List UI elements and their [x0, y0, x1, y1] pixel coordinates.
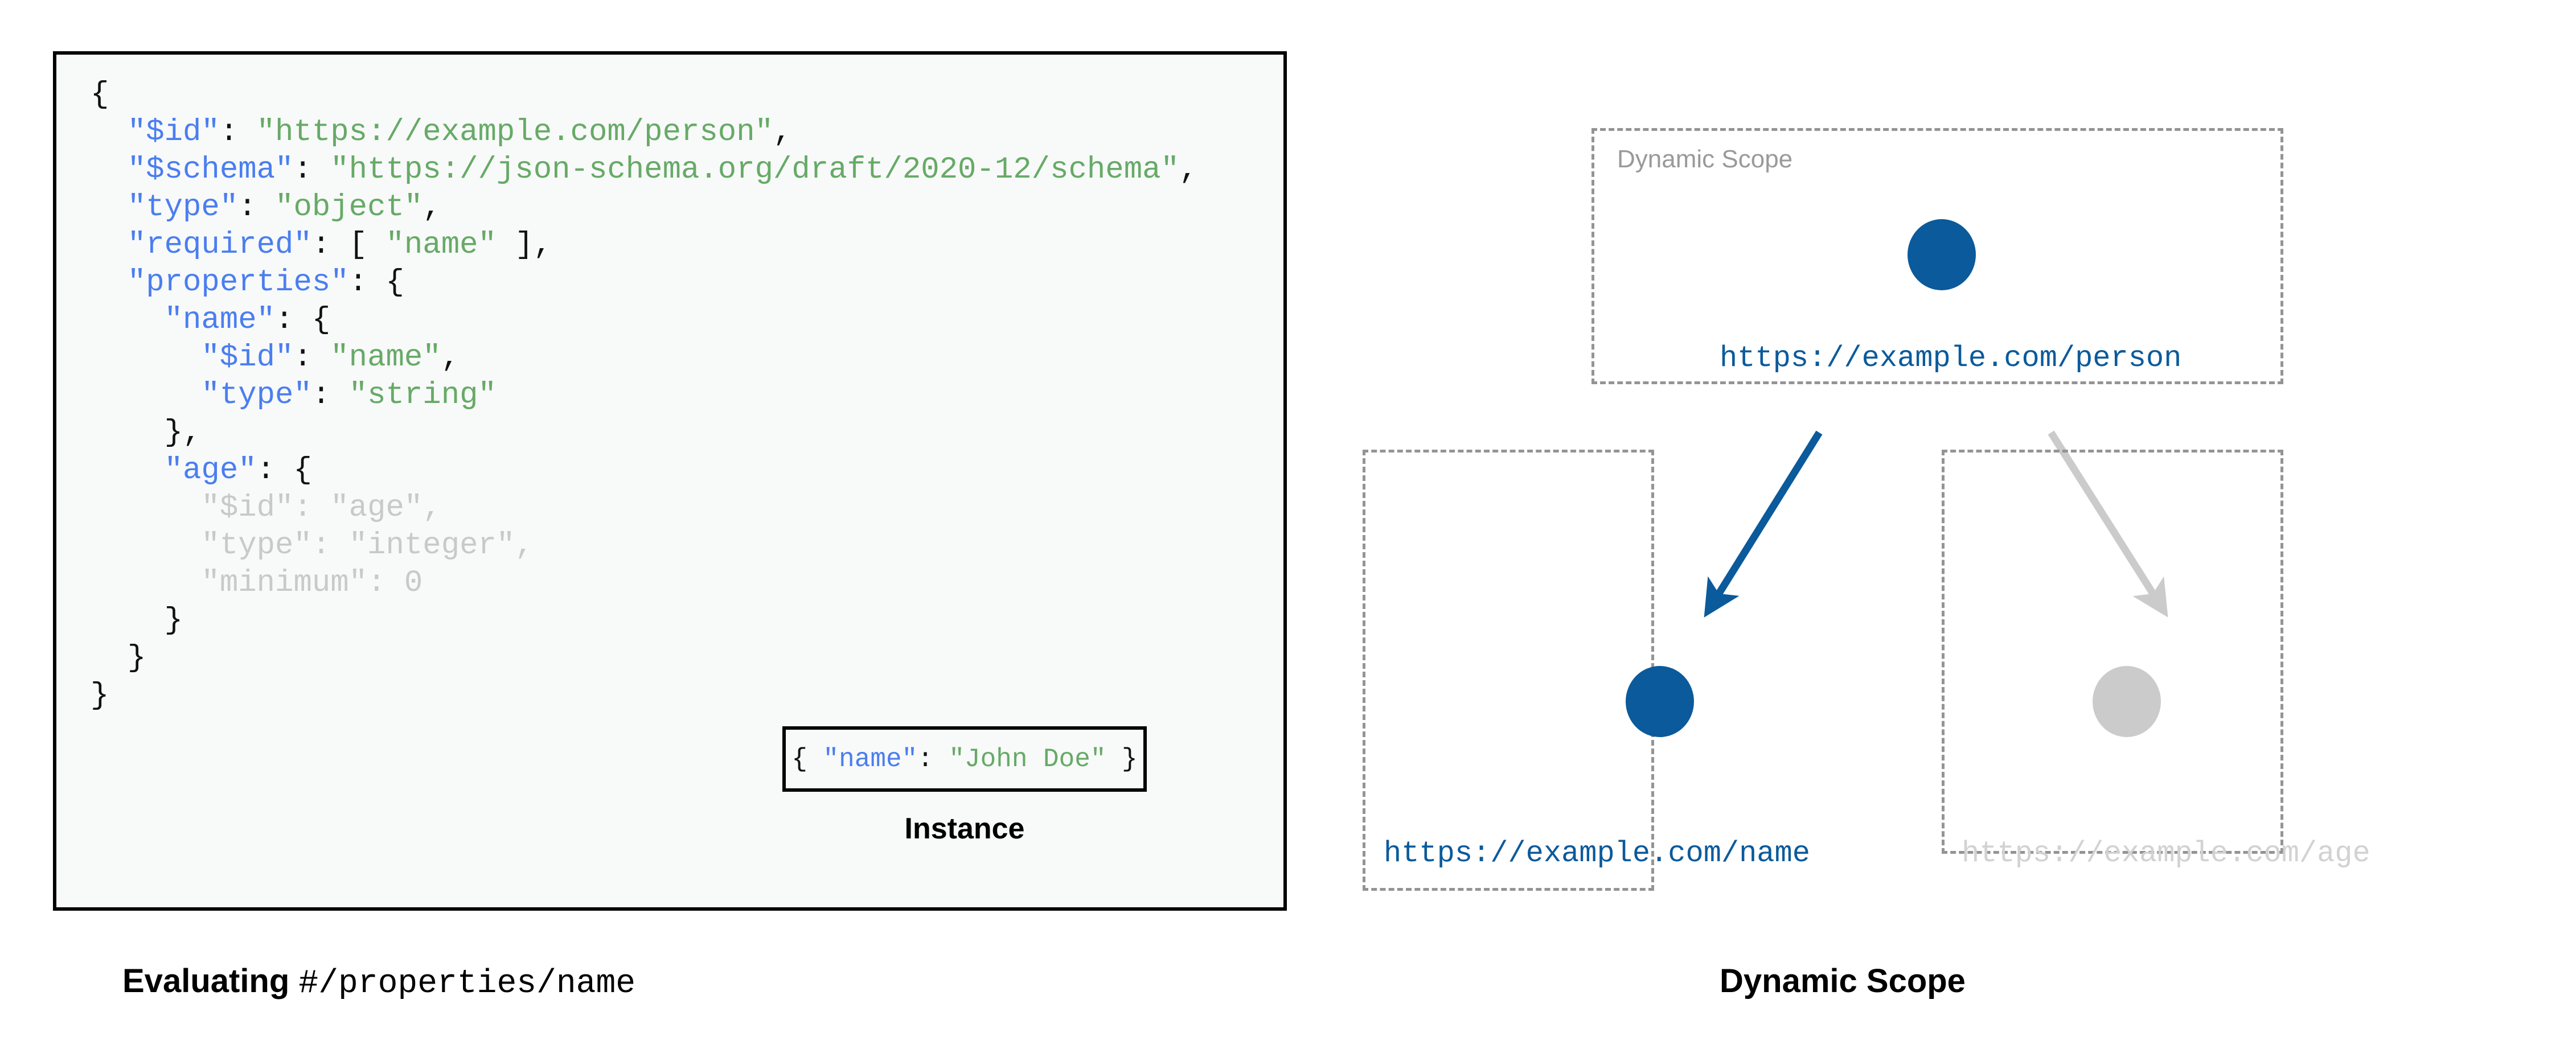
scope-box-person	[1591, 128, 2283, 384]
code-token: "type"	[201, 378, 312, 413]
code-line: "age": {	[91, 452, 1197, 490]
code-line: "$id": "age",	[91, 490, 1197, 527]
instance-token: "name"	[823, 744, 918, 774]
code-token: :	[311, 528, 349, 563]
schema-panel: { "$id": "https://example.com/person", "…	[53, 51, 1287, 911]
code-line: "$id": "name",	[91, 339, 1197, 377]
evaluating-caption: Evaluating #/properties/name	[122, 962, 635, 1002]
code-token: :	[293, 153, 331, 187]
node-label-name: https://example.com/name	[1384, 837, 1810, 870]
edge-person-to-age	[2048, 430, 2168, 618]
code-token: ],	[496, 228, 552, 262]
code-token: "required"	[127, 228, 312, 262]
code-token: "type"	[127, 190, 239, 225]
instance-token: }	[1106, 744, 1138, 774]
dynamic-scope-caption: Dynamic Scope	[1720, 962, 1966, 999]
instance-caption: Instance	[904, 812, 1025, 845]
code-token: "$id"	[201, 340, 294, 375]
node-person	[1908, 219, 1976, 290]
code-token: "properties"	[127, 265, 349, 300]
instance-code: { "name": "John Doe" }	[791, 744, 1137, 774]
node-label-person: https://example.com/person	[1720, 342, 2182, 375]
code-token: : {	[275, 303, 331, 338]
code-line: "required": [ "name" ],	[91, 227, 1197, 264]
code-token: "name"	[385, 228, 497, 262]
code-token: ,	[773, 115, 792, 150]
scope-box-age	[1942, 450, 2283, 854]
code-line: }	[91, 602, 1197, 640]
code-token: :	[238, 190, 276, 225]
code-token: : [	[311, 228, 386, 262]
dynamic-scope-label: Dynamic Scope	[1617, 145, 1793, 173]
scope-box-name	[1363, 450, 1654, 891]
code-token: }	[91, 678, 109, 713]
instance-token: {	[791, 744, 823, 774]
code-token: :	[367, 566, 404, 600]
node-age	[2093, 666, 2161, 737]
code-token: "age"	[164, 453, 257, 488]
code-token: ,	[423, 190, 441, 225]
edge-person-to-name	[1704, 430, 1823, 618]
code-line: "$id": "https://example.com/person",	[91, 114, 1197, 151]
code-token: 0	[404, 566, 423, 600]
code-token: : {	[256, 453, 312, 488]
code-token: },	[164, 416, 202, 450]
code-token: "name"	[330, 340, 441, 375]
code-token: :	[219, 115, 257, 150]
code-line: "$schema": "https://json-schema.org/draf…	[91, 151, 1198, 189]
code-token: "age"	[330, 491, 423, 525]
instance-token: "John Doe"	[949, 744, 1106, 774]
code-token: ,	[1179, 153, 1198, 187]
node-name	[1626, 666, 1694, 737]
instance-box: { "name": "John Doe" }	[782, 726, 1147, 792]
code-token: :	[293, 491, 331, 525]
evaluating-caption-prefix: Evaluating	[122, 962, 299, 999]
code-token: "string"	[348, 378, 497, 413]
code-token: :	[293, 340, 331, 375]
code-line: },	[91, 414, 1197, 452]
code-line: "minimum": 0	[91, 565, 1197, 602]
code-token: "integer"	[348, 528, 515, 563]
code-line: "name": {	[91, 302, 1197, 339]
code-token: "https://json-schema.org/draft/2020-12/s…	[330, 153, 1179, 187]
schema-code-block: { "$id": "https://example.com/person", "…	[91, 76, 1197, 715]
code-token: {	[91, 77, 109, 112]
code-line: "type": "string"	[91, 377, 1197, 414]
code-token: ,	[441, 340, 460, 375]
code-token: "https://example.com/person"	[256, 115, 774, 150]
code-token: }	[164, 603, 183, 638]
instance-token: :	[917, 744, 949, 774]
node-label-age: https://example.com/age	[1962, 837, 2370, 870]
code-token: "object"	[275, 190, 423, 225]
code-token: : {	[348, 265, 404, 300]
code-line: "properties": {	[91, 264, 1197, 302]
code-line: {	[91, 76, 1197, 114]
code-token: "name"	[164, 303, 276, 338]
code-token: ,	[515, 528, 534, 563]
code-line: }	[91, 640, 1197, 677]
code-token: "minimum"	[201, 566, 368, 600]
code-token: ,	[423, 491, 441, 525]
scope-arrows-svg	[1704, 430, 2168, 618]
code-token: "$schema"	[127, 153, 294, 187]
dynamic-scope-diagram: Dynamic Scope https://example.com/person…	[1355, 114, 2370, 911]
code-line: "type": "integer",	[91, 527, 1197, 565]
code-line: "type": "object",	[91, 189, 1197, 227]
code-line: }	[91, 677, 1197, 715]
code-token: "$id"	[201, 491, 294, 525]
code-token: :	[311, 378, 349, 413]
code-token: "$id"	[127, 115, 220, 150]
code-token: "type"	[201, 528, 312, 563]
code-token: }	[127, 641, 146, 676]
evaluating-caption-pointer: #/properties/name	[298, 965, 636, 1002]
